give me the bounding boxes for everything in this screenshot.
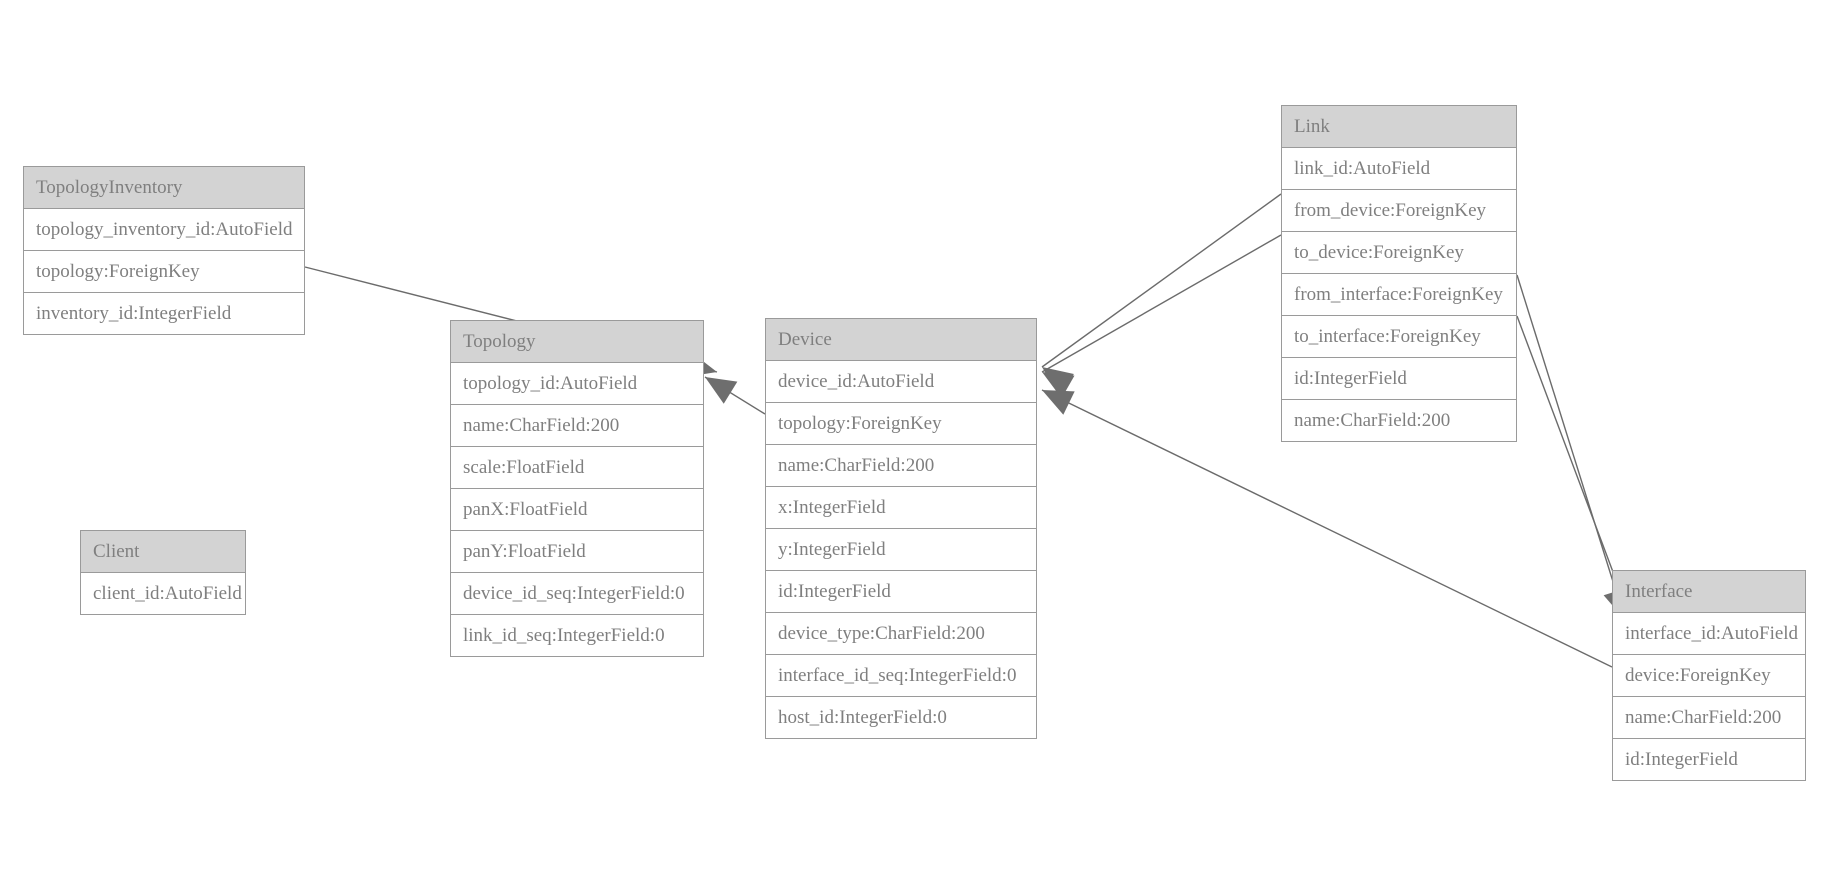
entity-title-topology: Topology	[451, 321, 703, 363]
entity-field-row: id:IntegerField	[1282, 358, 1516, 400]
entity-field-row: y:IntegerField	[766, 529, 1036, 571]
entity-field-row: link_id:AutoField	[1282, 148, 1516, 190]
entity-field-row: topology:ForeignKey	[24, 251, 304, 293]
relationship-line	[1041, 193, 1282, 368]
entity-field-row: name:CharField:200	[451, 405, 703, 447]
entity-field-row: scale:FloatField	[451, 447, 703, 489]
entity-field-row: panY:FloatField	[451, 531, 703, 573]
entity-title-interface: Interface	[1613, 571, 1805, 613]
entity-field-row: from_interface:ForeignKey	[1282, 274, 1516, 316]
entity-field-row: device_id:AutoField	[766, 361, 1036, 403]
entity-field-row: from_device:ForeignKey	[1282, 190, 1516, 232]
entity-field-row: topology_inventory_id:AutoField	[24, 209, 304, 251]
entity-field-row: device:ForeignKey	[1613, 655, 1805, 697]
entity-field-row: id:IntegerField	[1613, 739, 1805, 780]
entity-field-row: x:IntegerField	[766, 487, 1036, 529]
relationship-arrowhead-group	[705, 377, 738, 404]
relationship-arrowhead	[1042, 367, 1074, 396]
entity-field-row: to_interface:ForeignKey	[1282, 316, 1516, 358]
entity-field-row: topology_id:AutoField	[451, 363, 703, 405]
entity-field-row: interface_id_seq:IntegerField:0	[766, 655, 1036, 697]
entity-field-row: inventory_id:IntegerField	[24, 293, 304, 334]
entity-field-row: name:CharField:200	[766, 445, 1036, 487]
relationship-line	[704, 376, 766, 415]
relationship-arrowhead	[1042, 390, 1075, 415]
entity-title-device: Device	[766, 319, 1036, 361]
entity-field-row: device_type:CharField:200	[766, 613, 1036, 655]
entity-title-link: Link	[1282, 106, 1516, 148]
entity-field-row: name:CharField:200	[1282, 400, 1516, 441]
relationship-arrowhead-group	[1042, 390, 1075, 415]
relationship-arrowhead-group	[1042, 372, 1075, 399]
entity-field-row: to_device:ForeignKey	[1282, 232, 1516, 274]
relationship-arrowhead	[1042, 372, 1075, 399]
entity-title-topologyinventory: TopologyInventory	[24, 167, 304, 209]
relationship-arrowhead	[705, 377, 738, 404]
entity-title-client: Client	[81, 531, 245, 573]
entity-field-row: host_id:IntegerField:0	[766, 697, 1036, 738]
entity-field-row: name:CharField:200	[1613, 697, 1805, 739]
relationship-line	[1041, 234, 1282, 373]
entity-field-row: panX:FloatField	[451, 489, 703, 531]
entity-field-row: link_id_seq:IntegerField:0	[451, 615, 703, 656]
entity-field-row: topology:ForeignKey	[766, 403, 1036, 445]
entity-field-row: client_id:AutoField	[81, 573, 245, 614]
entity-field-row: id:IntegerField	[766, 571, 1036, 613]
relationship-line	[1516, 274, 1626, 621]
relationship-arrowhead-group	[1042, 367, 1074, 396]
entity-field-row: device_id_seq:IntegerField:0	[451, 573, 703, 615]
entity-field-row: interface_id:AutoField	[1613, 613, 1805, 655]
